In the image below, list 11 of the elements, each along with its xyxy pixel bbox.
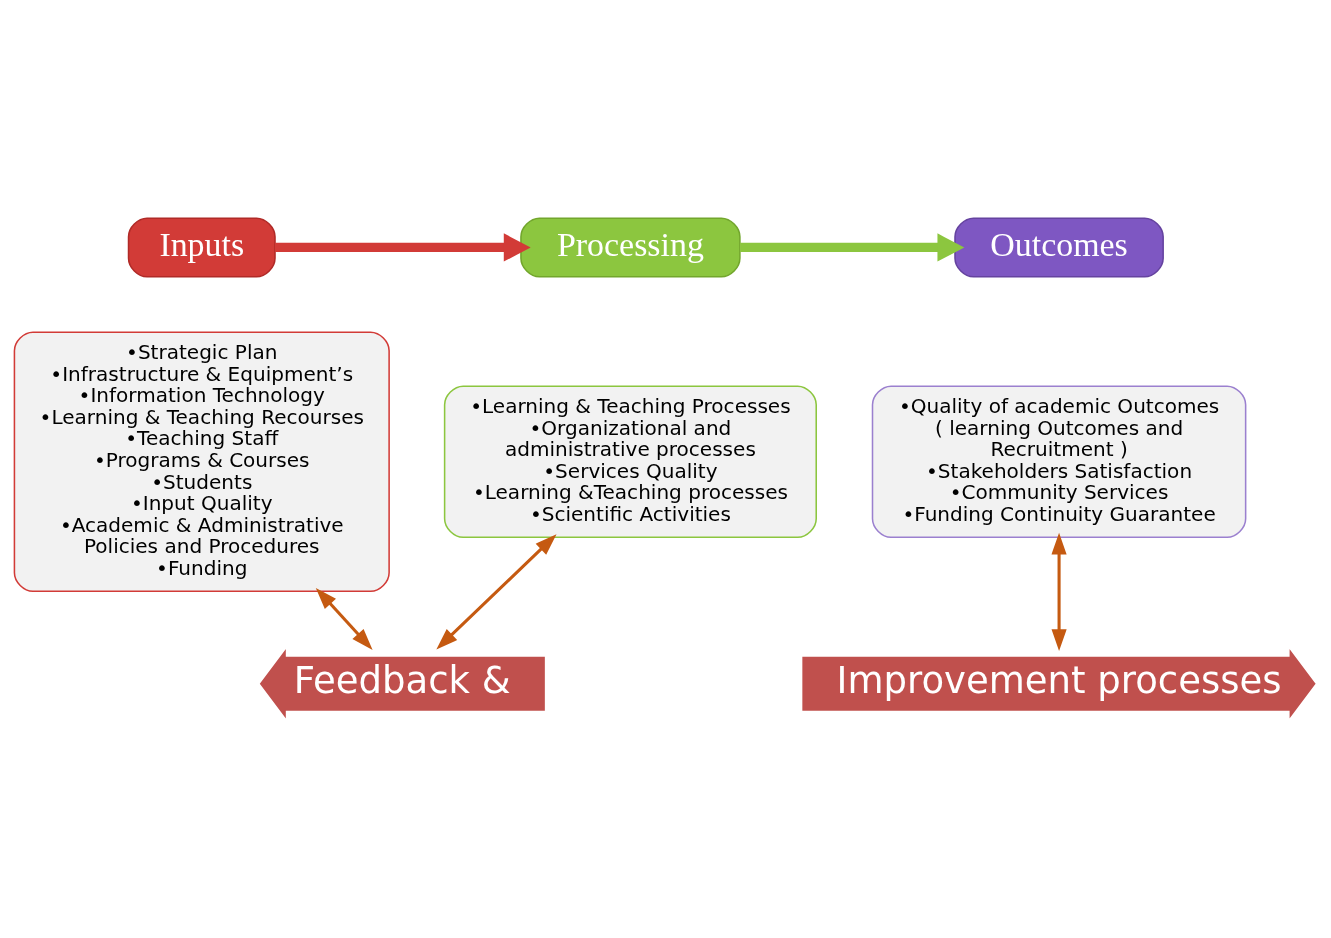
node-box: •Strategic Plan •Infrastructure & Equipment’s •Information Technology •Learning & Teaching Recourses •Teaching Staff •Programs & Courses •Students •Input Quality •Academic & Administrative Policies and Procedures •Funding xyxy=(13,331,390,592)
node-box: Processing xyxy=(520,216,741,278)
arrow xyxy=(315,587,373,650)
node-box: Inputs xyxy=(127,216,276,278)
arrow xyxy=(740,232,965,262)
arrow xyxy=(1051,532,1067,651)
arrow xyxy=(436,533,557,650)
arrow xyxy=(275,232,531,262)
node-box: •Learning & Teaching Processes •Organizational and administrative processes •Services Quality •Learning &Teaching processes •Scientific Activities xyxy=(443,384,817,538)
node-box: •Quality of academic Outcomes ( learning Outcomes and Recruitment ) •Stakeholders Satisfaction •Community Services •Funding Continuity Guarantee xyxy=(871,384,1247,538)
node-box: Outcomes xyxy=(954,216,1164,278)
